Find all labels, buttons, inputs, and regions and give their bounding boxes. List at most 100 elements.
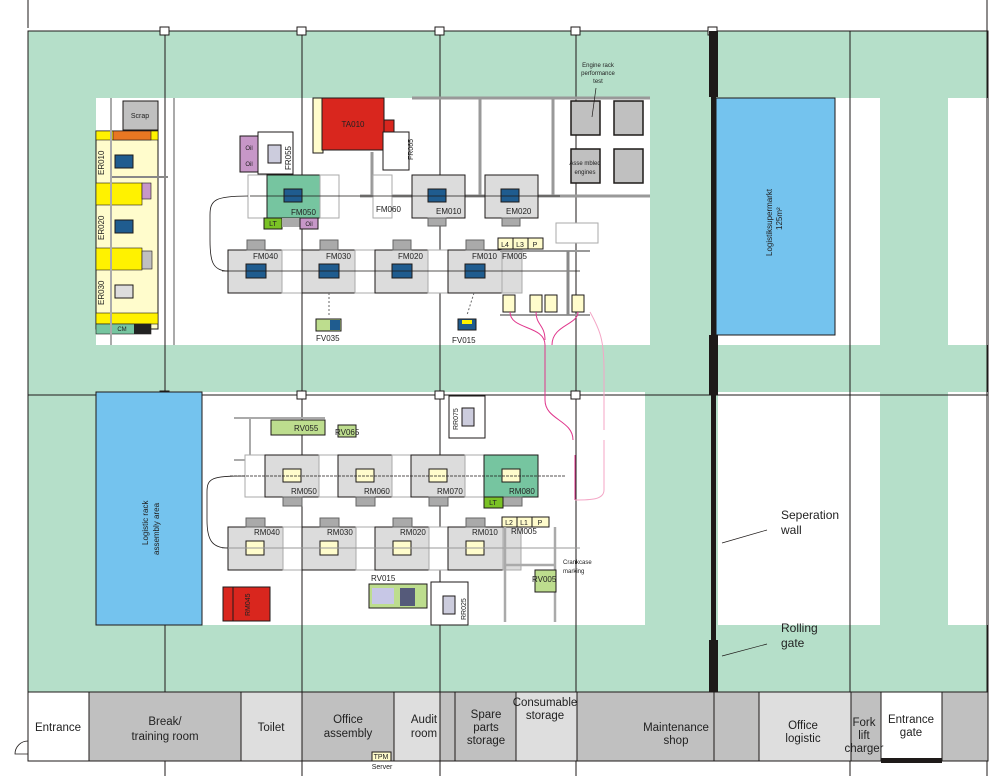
logistics-route-lines (509, 311, 579, 500)
room-maintenance-1: Maintenance (643, 722, 709, 734)
er010-station (114, 154, 134, 169)
em020-fixture (500, 188, 520, 203)
er020-label: ER020 (97, 215, 106, 240)
fm005-label: FM005 (502, 252, 527, 261)
entrance-door-swing (14, 740, 29, 755)
scrap-label: Scrap (131, 113, 149, 120)
fr055-label: FR055 (284, 145, 293, 170)
rv065-label: RV065 (335, 428, 360, 437)
fm010-label: FM010 (472, 252, 497, 261)
rm030-label: RM030 (327, 528, 353, 537)
fm030-label: FM030 (326, 252, 351, 261)
rolling-gate-upper (709, 335, 718, 395)
fv015-label: FV015 (452, 336, 476, 345)
rm045-station (222, 586, 271, 622)
room-labels: Entrance Break/ training room Toilet Off… (35, 697, 934, 755)
logistic-supermarket-label: Logistiksupermarkt (765, 188, 774, 256)
lift-p-lower (531, 516, 550, 528)
er030-label: ER030 (97, 280, 106, 305)
rolling-gate-label-1: Rolling (781, 621, 818, 635)
rr075-fixture (461, 407, 475, 427)
fm050-fixture (283, 188, 303, 203)
logistic-rack-assembly-area (95, 391, 203, 626)
rr025-fixture (442, 595, 456, 615)
cm-panel (134, 324, 151, 334)
crankcase-label-2: marking (563, 569, 584, 575)
fv035-label: FV035 (316, 334, 340, 343)
cm-label: CM (117, 327, 126, 333)
lt-label-upper: LT (269, 221, 277, 228)
room-forklift-1: Fork (853, 717, 876, 729)
fm050-grey-box (282, 218, 300, 227)
room-spare-2: parts (473, 722, 499, 734)
er-purple-bin (141, 182, 152, 200)
fm-buffer-1 (247, 174, 268, 219)
lt-unit-lower (483, 496, 504, 509)
aisle-upper-right-floor (650, 98, 708, 345)
rv005-label: RV005 (532, 575, 557, 584)
lower-floor-right-strip-a (718, 392, 880, 625)
engine-rack-test-label-3: test (593, 79, 603, 85)
fm060-station (372, 174, 393, 219)
fm020-label: FM020 (398, 252, 423, 261)
aisle-right-vertical-upper (880, 98, 948, 345)
logistic-supermarket (715, 97, 836, 336)
room-entrance-gate-1: Entrance (888, 714, 934, 726)
fm050-label: FM050 (291, 208, 316, 217)
er020-station (114, 219, 134, 234)
kit-cart-4 (571, 294, 585, 313)
er030-station (114, 284, 134, 299)
logistic-supermarket-area: 125m² (775, 207, 784, 230)
oil-label-3: Oil (305, 222, 312, 228)
fm-bottom-row (227, 239, 523, 294)
assembled-engines-label-2: engines (574, 170, 595, 176)
ta010-label: TA010 (342, 120, 366, 129)
engine-rack-test-pointer (591, 87, 597, 118)
er-grey-bin (141, 250, 153, 270)
rv065-station (337, 424, 357, 438)
logistic-rack-label-2: assembly area (152, 502, 161, 555)
room-consumable-2: storage (526, 710, 564, 722)
lift-p-upper-label: P (533, 242, 538, 249)
lt-label-lower: LT (489, 500, 497, 507)
fm-buffer-2 (319, 174, 340, 219)
aisle-lower-right-floor (645, 392, 708, 625)
rm010-label: RM010 (472, 528, 498, 537)
engine-rack-test-bay-2 (613, 100, 644, 136)
kit-cart-1 (502, 294, 516, 313)
em010-label: EM010 (436, 207, 462, 216)
lift-l2-label: L2 (505, 520, 513, 527)
rv005-station (534, 569, 557, 593)
separation-wall-label-2: wall (780, 523, 802, 537)
upper-floor-right-strip-b (948, 98, 988, 345)
em010-fixture (427, 188, 447, 203)
room-office-logistic-1: Office (788, 720, 818, 732)
lift-l3-label: L3 (516, 242, 524, 249)
room-maintenance-2: shop (664, 735, 689, 747)
rr075-label: RR075 (453, 408, 460, 430)
er-yellow-shelf-1 (95, 182, 143, 206)
rv055-station (270, 419, 326, 436)
room-break-2: training room (131, 731, 198, 743)
column-grid (27, 0, 988, 776)
lift-p-upper (527, 237, 544, 250)
rm050-label: RM050 (291, 487, 317, 496)
logistic-rack-label-1: Logistic rack (141, 500, 150, 545)
separation-wall (709, 31, 718, 97)
entrance-gate-door (881, 758, 942, 763)
tpm-server (371, 751, 392, 762)
engine-rack-test-bay-1 (570, 100, 601, 136)
fv015-station (457, 318, 477, 331)
crankcase-label-1: Crankcase (563, 560, 592, 566)
rm060-label: RM060 (364, 487, 390, 496)
separation-wall-arrow (721, 529, 768, 544)
fv015-panel (462, 320, 472, 324)
lift-l4-label: L4 (501, 242, 509, 249)
rm045-label: RM045 (245, 593, 252, 616)
ta010-station (321, 97, 385, 151)
separation-wall-thin (711, 97, 716, 697)
er010-label: ER010 (97, 150, 106, 175)
rr025-label: RR025 (461, 598, 468, 620)
logistics-route-return (574, 440, 605, 501)
